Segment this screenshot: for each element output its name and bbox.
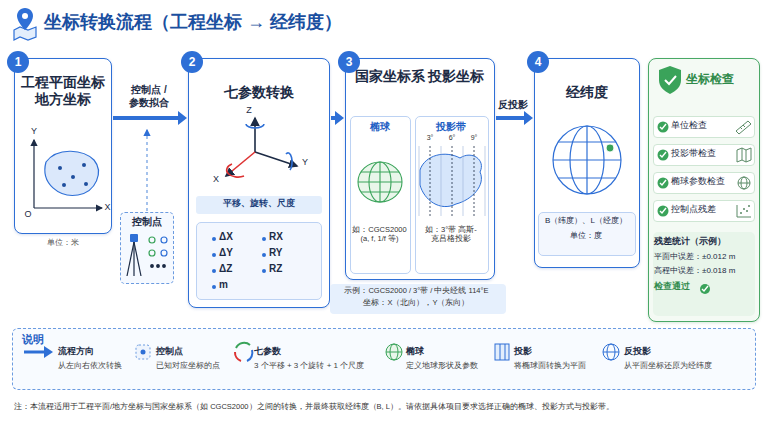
node-heading: 国家坐标系 投影坐标: [348, 68, 492, 86]
callout-number: 2: [181, 51, 203, 73]
node-heading: 控制点: [120, 216, 174, 229]
node-heading: 工程平面坐标 地方坐标: [18, 74, 108, 109]
legend-description: 从平面坐标还原为经纬度: [624, 361, 722, 371]
title-icon: [14, 8, 36, 40]
legend-text: 投影: [514, 346, 594, 357]
legend-description: 定义地球形状及参数: [406, 361, 488, 371]
process-box: ΔX ΔY ΔZ m RX RY RZ 七参数转换平移、旋转、尺度: [188, 58, 330, 308]
node-text: 单位：度: [538, 231, 634, 241]
diagram-title: 坐标转换流程（工程坐标 → 经纬度）: [44, 11, 544, 34]
axis-label: Z: [243, 105, 255, 116]
node-heading: 经纬度: [536, 84, 638, 102]
node-heading: 椭球参数检查: [671, 176, 733, 187]
legend-description: 将椭球面转换为平面: [514, 361, 596, 371]
ellipsoid-box: 椭球如：CGCS2000 (a, f, 1/f 等): [350, 116, 411, 274]
callout-number: 4: [527, 51, 549, 73]
axis-label: O: [23, 209, 33, 220]
node-heading: 示例：CGCS2000 / 3°带 / 中央经线 114°E: [331, 286, 503, 295]
node-heading: 投影带: [414, 121, 488, 134]
check-item: 单位检查: [653, 116, 755, 138]
result-box: B（纬度）、L（经度） 单位：度: [538, 212, 636, 256]
arrow-head: [178, 111, 187, 125]
node-text: 检查通过: [654, 281, 698, 292]
node-heading: 控制点残差: [671, 204, 733, 215]
axis-label: Y: [299, 157, 311, 168]
legend-description: 已知对应坐标的点: [156, 361, 230, 371]
edge-label: 控制点 / 参数拟合: [117, 84, 181, 109]
node-heading: B（纬度）、L（经度）: [538, 216, 634, 226]
node-heading: 坐标检查: [686, 72, 756, 87]
node-text: RZ: [269, 263, 303, 276]
node-text: ΔY: [219, 247, 253, 260]
flow-arrow: [496, 111, 533, 125]
node-text: RY: [269, 247, 303, 260]
zone-label: 6°: [445, 134, 459, 143]
node-text: 单位：米: [14, 238, 112, 248]
flow-arrow: [113, 111, 187, 125]
legend-text: 椭球: [406, 346, 486, 357]
node-text: 如：CGCS2000 (a, f, 1/f 等): [350, 225, 409, 244]
check-item: 椭球参数检查: [653, 172, 755, 194]
node-text: ΔZ: [219, 263, 253, 276]
legend-box: 说明: [12, 328, 756, 390]
node-heading: 说明: [22, 333, 62, 347]
legend-text: 七参数: [254, 346, 354, 357]
axis-label: X: [103, 202, 112, 213]
node-text: 平移、旋转、尺度: [196, 198, 322, 209]
example-box: 示例：CGCS2000 / 3°带 / 中央经线 114°E 坐标：X（北向），Y…: [330, 284, 506, 314]
residual-box: 残差统计（示例） 平面中误差：±0.012 m 高程中误差：±0.018 m 检查通过: [653, 232, 755, 316]
axis-label: X: [210, 174, 222, 185]
process-box: 工程平面坐标 地方坐标单位：米: [14, 58, 112, 234]
check-item: 控制点残差: [653, 200, 755, 222]
flow-arrow: [331, 111, 344, 125]
check-item: 投影带检查: [653, 144, 755, 166]
note: 注：本流程适用于工程平面/地方坐标与国家坐标系（如 CGCS2000）之间的转换…: [14, 402, 756, 411]
edge-label: 反投影: [494, 99, 532, 112]
zone-label: 3°: [423, 134, 437, 143]
legend-text: 反投影: [624, 346, 720, 357]
node-text: 平面中误差：±0.012 m: [654, 252, 752, 262]
legend-description: 3 个平移 + 3 个旋转 + 1 个尺度: [254, 361, 382, 371]
arrow-shaft: [331, 116, 335, 120]
check-panel: 单位检查投影带检查椭球参数检查控制点残差残差统计（示例） 平面中误差：±0.012…: [648, 58, 760, 322]
control-point-box: 控制点: [120, 212, 174, 284]
zone-label: 9°: [467, 134, 481, 143]
node-text: 高程中误差：±0.018 m: [654, 266, 752, 276]
node-heading: 椭球: [349, 121, 410, 134]
node-heading: 投影带检查: [671, 148, 733, 159]
arrow-shaft: [496, 116, 524, 120]
callout-number: 1: [7, 51, 29, 73]
arrow-head: [524, 111, 533, 125]
node-text: 如：3°带 高斯-克吕格投影: [415, 225, 487, 244]
node-text: m: [219, 279, 253, 292]
legend-text: 控制点: [156, 346, 230, 357]
axis-label: Y: [28, 126, 40, 137]
arrow-shaft: [113, 116, 178, 120]
node-heading: ΔX: [219, 231, 253, 244]
process-box: B（纬度）、L（经度） 单位：度 经纬度: [534, 58, 640, 268]
parameter-box: ΔX ΔY ΔZ m RX RY RZ: [196, 222, 322, 300]
node-text: 坐标：X（北向），Y（东向）: [331, 298, 503, 307]
node-text: RX: [269, 231, 303, 244]
process-box: 椭球如：CGCS2000 (a, f, 1/f 等)投影带如：3°带 高斯-克吕…: [345, 58, 495, 280]
callout-number: 3: [338, 51, 360, 73]
node-heading: 残差统计（示例）: [654, 236, 750, 247]
legend-text: 流程方向: [58, 346, 132, 357]
legend-description: 从左向右依次转换: [58, 361, 132, 371]
control-link: [146, 130, 147, 211]
node-heading: 单位检查: [671, 120, 733, 131]
node-heading: 七参数转换: [190, 84, 328, 102]
arrow-head: [335, 111, 344, 125]
